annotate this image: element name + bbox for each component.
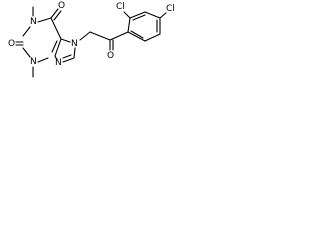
bond-c5-c6	[50, 17, 62, 40]
bond-ph-6-1	[127, 31, 146, 42]
atom-o-ketone: O	[107, 51, 114, 61]
bond-lines	[15, 6, 167, 78]
bond-c8-n9-inner	[62, 54, 72, 59]
bond-c6-n1	[37, 17, 52, 23]
bond-n3-c4	[37, 57, 49, 63]
bond-n7-ch2	[79, 31, 91, 41]
bond-ch2-co	[89, 31, 111, 41]
atom-n9: N	[55, 58, 62, 68]
bond-co-phenyl	[109, 31, 129, 41]
bond-ph-5-6	[144, 33, 161, 42]
bond-ph-2-3	[129, 11, 146, 19]
bond-ph-3-4	[144, 11, 161, 19]
atom-n3: N	[30, 57, 37, 67]
atom-cl-para: Cl	[166, 4, 175, 14]
bond-ph-inner-c	[130, 30, 144, 39]
atom-n1: N	[30, 17, 37, 27]
bond-c8-n9	[62, 57, 75, 63]
atom-labels: N N N N O O O Cl Cl	[8, 1, 175, 68]
bond-c4-c5-inner	[51, 40, 58, 53]
bond-n7-c8	[73, 47, 76, 59]
bond-c6-o-2	[53, 10, 62, 21]
structure-diagram: N N N N O O O Cl Cl	[8, 1, 175, 78]
bond-n1-c2	[22, 26, 31, 37]
bond-c6-o	[50, 8, 59, 19]
bond-c4-c5	[54, 38, 62, 57]
bond-n9-c4	[54, 55, 58, 61]
bond-ortho-cl	[123, 11, 131, 19]
atom-cl-ortho: Cl	[116, 2, 125, 12]
bond-c5-n7	[60, 38, 71, 43]
atom-o-c6: O	[58, 1, 65, 11]
atom-o-c2: O	[8, 39, 15, 49]
bond-ph-inner-a	[132, 14, 146, 21]
bond-c2-n3	[22, 47, 31, 58]
bond-ph-1-2	[127, 17, 131, 33]
atom-n7: N	[71, 39, 78, 49]
bond-para-cl	[159, 12, 167, 19]
